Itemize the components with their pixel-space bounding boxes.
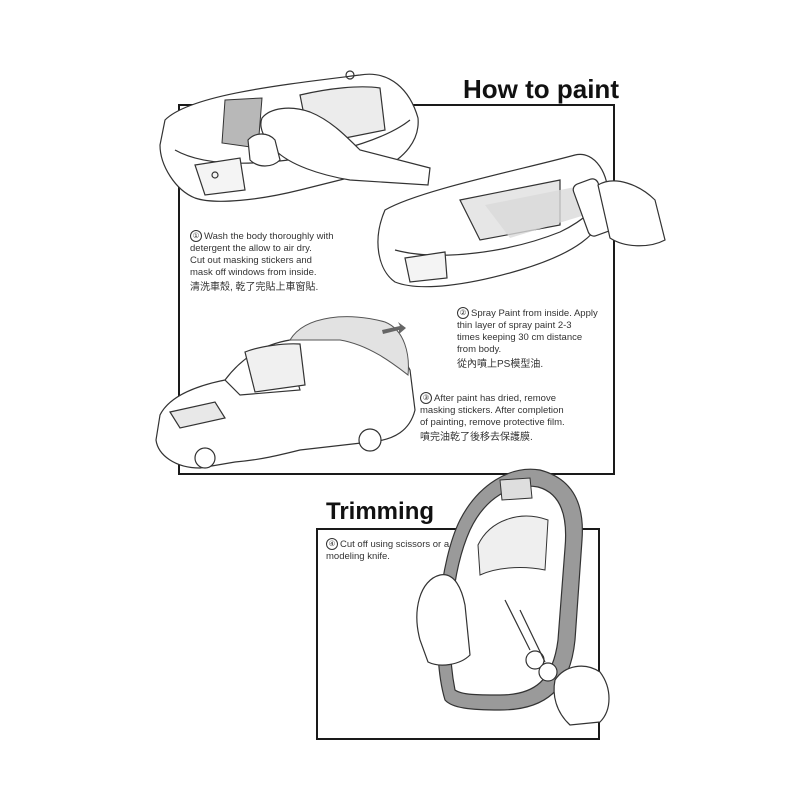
step-3-number: ③ [420,392,432,404]
trimming-heading: Trimming [326,498,435,525]
painted-car-illustration [155,334,416,469]
spray-can-icon [572,178,666,247]
protective-film [289,316,409,376]
trimming-car-illustration [437,468,583,711]
hands-illustration-step4 [416,574,610,726]
step-1-english: Wash the body thoroughly with detergent … [190,231,334,278]
step-2-number: ② [457,307,469,319]
how-to-paint-heading: How to paint [463,74,619,104]
hands-illustration-step1 [247,107,431,186]
step-3-english: After paint has dried, remove masking st… [420,393,565,428]
step-1-chinese: 清洗車殼, 乾了完貼上車窗貼. [190,282,319,293]
step-3-chinese: 噴完油乾了後移去保護膜. [420,432,533,443]
step-2-english: Spray Paint from inside. Apply thin laye… [457,308,598,355]
step-4-number: ④ [326,538,338,550]
scissors-icon [504,599,558,682]
step-2-chinese: 從內噴上PS模型油. [457,359,544,370]
arrow-icon [382,322,406,334]
spray-mist [485,185,585,238]
step-4-english: Cut off using scissors or a modeling kni… [326,539,450,562]
step-1-number: ① [190,230,202,242]
